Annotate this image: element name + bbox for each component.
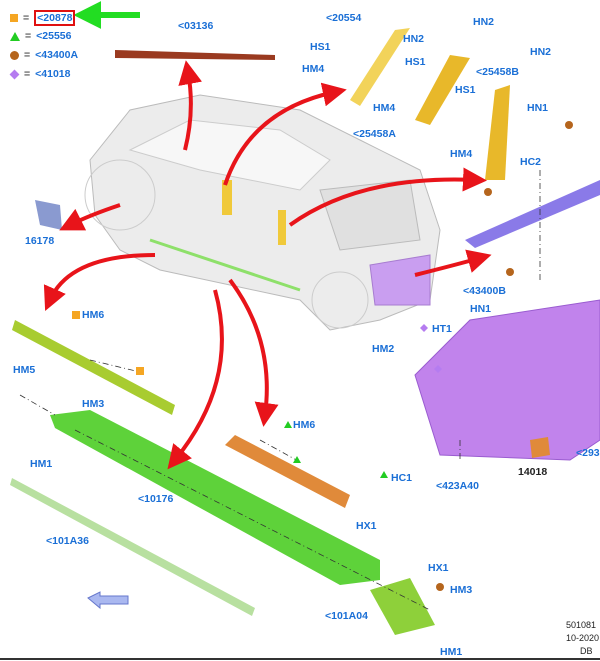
part-label[interactable]: HC1 (391, 472, 413, 484)
legend-item-20878: = <20878 (10, 10, 76, 26)
part-25458a (415, 55, 470, 125)
legend-link-20878[interactable]: <20878 (34, 10, 76, 26)
part-label[interactable]: HM3 (82, 398, 105, 410)
part-label[interactable]: HC2 (520, 156, 542, 168)
part-label[interactable]: HM5 (13, 364, 36, 376)
part-label[interactable]: HM3 (450, 584, 473, 596)
drawing-date: 10-2020 (566, 633, 600, 643)
callout-arrows (43, 60, 492, 470)
part-label[interactable]: HN1 (527, 102, 549, 114)
part-101a36 (10, 478, 255, 616)
square-icon (10, 14, 18, 22)
part-label[interactable]: 16178 (25, 235, 55, 247)
view-direction-arrow (87, 591, 129, 610)
legend-item-43400a: = <43400A (10, 49, 78, 61)
part-label[interactable]: <43400B (463, 285, 506, 297)
part-hm6-sill (12, 320, 175, 415)
part-label[interactable]: <25458A (353, 128, 396, 140)
part-label[interactable]: HX1 (428, 562, 449, 574)
part-10176 (50, 410, 380, 585)
part-label[interactable]: <20554 (326, 12, 362, 24)
part-label[interactable]: HN2 (530, 46, 552, 58)
part-label[interactable]: HM1 (440, 646, 463, 658)
part-label[interactable]: <101A36 (46, 535, 89, 547)
drawing-code: DB (580, 646, 593, 656)
part-16178 (35, 200, 62, 230)
part-03136 (115, 50, 275, 60)
part-label[interactable]: 14018 (518, 466, 548, 478)
part-label[interactable]: HS1 (405, 56, 426, 68)
part-25458b (485, 85, 510, 180)
part-label[interactable]: HM4 (450, 148, 473, 160)
part-101a04 (370, 578, 435, 635)
part-label[interactable]: HM6 (293, 419, 316, 431)
part-14018 (530, 437, 550, 458)
leader-lines (19, 170, 541, 611)
circle-icon (10, 50, 19, 60)
part-label[interactable]: <25458B (476, 66, 519, 78)
part-label[interactable]: <101A04 (325, 610, 368, 622)
part-label[interactable]: <293 (576, 447, 600, 459)
drawing-number: 501081 (566, 620, 597, 630)
part-label[interactable]: HS1 (310, 41, 331, 53)
part-label[interactable]: HM1 (30, 458, 53, 470)
part-label[interactable]: HX1 (356, 520, 377, 532)
legend-link-43400a[interactable]: <43400A (35, 49, 79, 61)
part-hc1-trim (225, 435, 350, 508)
part-label[interactable]: HN1 (470, 303, 492, 315)
legend-item-41018: = <41018 (9, 68, 71, 80)
legend-item-25556: = <25556 (10, 30, 71, 42)
diamond-icon (9, 69, 20, 79)
part-20554 (350, 28, 410, 106)
part-label[interactable]: <03136 (178, 20, 214, 32)
part-label[interactable]: <10176 (138, 493, 174, 505)
green-pointer-arrow (73, 1, 140, 29)
part-label[interactable]: HT1 (432, 323, 452, 335)
legend-link-25556[interactable]: <25556 (36, 30, 72, 42)
part-label[interactable]: HM4 (373, 102, 396, 114)
part-label[interactable]: HS1 (455, 84, 476, 96)
part-label[interactable]: HM6 (82, 309, 105, 321)
part-label[interactable]: HN2 (403, 33, 425, 45)
part-label[interactable]: <423A40 (436, 480, 479, 492)
part-label[interactable]: HM4 (302, 63, 325, 75)
part-label[interactable]: HN2 (473, 16, 495, 28)
triangle-icon (10, 31, 20, 41)
part-label[interactable]: HM2 (372, 343, 395, 355)
legend-link-41018[interactable]: <41018 (35, 68, 71, 80)
part-423a40 (414, 299, 600, 461)
part-43400b (465, 180, 600, 248)
